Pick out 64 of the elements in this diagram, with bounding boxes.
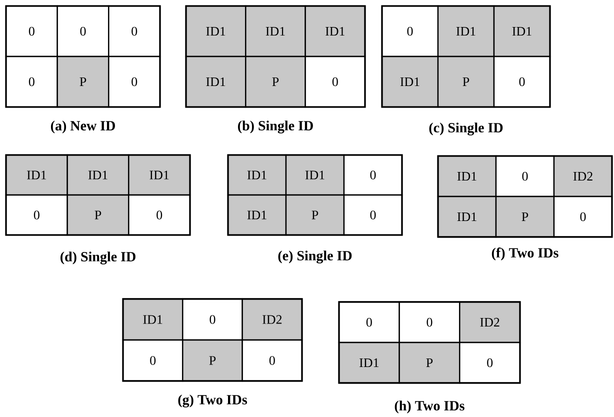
grid-frame xyxy=(122,298,303,382)
grid-cell: ID1 xyxy=(227,194,287,236)
grid-frame xyxy=(381,5,551,108)
grid-cell: 0 xyxy=(459,342,521,384)
grid-cell: P xyxy=(398,342,460,384)
panel-caption: (f) Two IDs xyxy=(492,248,558,260)
grid-cell: 0 xyxy=(304,56,366,108)
grid-cell: ID1 xyxy=(437,5,495,58)
grid-cell: ID1 xyxy=(227,154,287,196)
panel-caption: (b) Single ID xyxy=(238,120,313,134)
grid-cell: P xyxy=(437,56,495,108)
grid-cell: ID1 xyxy=(493,5,551,58)
grid-frame xyxy=(338,301,521,384)
grid-cell: P xyxy=(56,56,110,108)
panel-caption: (h) Two IDs xyxy=(394,400,464,414)
panel-caption: (g) Two IDs xyxy=(178,394,248,408)
grid-frame xyxy=(5,154,191,236)
grid-cell: 0 xyxy=(182,298,243,341)
grid-cell: 0 xyxy=(128,194,191,236)
grid-cell: ID2 xyxy=(242,298,303,341)
grid-cell: 0 xyxy=(343,194,403,236)
grid-frame xyxy=(5,5,161,108)
grid-cell: ID1 xyxy=(185,56,246,108)
grid-cell: ID1 xyxy=(437,155,497,198)
grid-cell: 0 xyxy=(398,301,460,344)
grid-frame xyxy=(437,155,613,238)
grid-cell: ID1 xyxy=(437,196,497,238)
grid-cell: ID1 xyxy=(128,154,191,196)
grid-cell: ID2 xyxy=(459,301,521,344)
grid-cell: 0 xyxy=(122,339,184,382)
grid-cell: ID1 xyxy=(5,154,68,196)
grid-cell: 0 xyxy=(381,5,439,58)
panel-caption: (c) Single ID xyxy=(429,122,503,136)
grid-cell: P xyxy=(285,194,345,236)
grid-cell: 0 xyxy=(5,5,58,58)
grid-cell: ID1 xyxy=(245,5,306,58)
grid-cell: ID1 xyxy=(304,5,366,58)
grid-cell: ID1 xyxy=(185,5,246,58)
panel-caption: (d) Single ID xyxy=(60,252,136,264)
panel-caption: (e) Single ID xyxy=(278,250,352,264)
grid-cell: 0 xyxy=(338,301,400,344)
grid-cell: 0 xyxy=(108,5,161,58)
grid-cell: ID1 xyxy=(338,342,400,384)
grid-cell: 0 xyxy=(108,56,161,108)
grid-cell: ID1 xyxy=(285,154,345,196)
grid-cell: ID1 xyxy=(122,298,184,341)
grid-cell: 0 xyxy=(553,196,613,238)
grid-cell: ID1 xyxy=(381,56,439,108)
grid-cell: 0 xyxy=(493,56,551,108)
grid-cell: P xyxy=(495,196,555,238)
grid-cell: P xyxy=(66,194,130,236)
grid-cell: P xyxy=(182,339,243,382)
grid-cell: ID2 xyxy=(553,155,613,198)
grid-cell: 0 xyxy=(5,56,58,108)
grid-cell: ID1 xyxy=(66,154,130,196)
grid-frame xyxy=(227,154,403,236)
grid-cell: 0 xyxy=(56,5,110,58)
panel-caption: (a) New ID xyxy=(50,120,115,134)
grid-cell: 0 xyxy=(5,194,68,236)
grid-cell: P xyxy=(245,56,306,108)
grid-cell: 0 xyxy=(495,155,555,198)
grid-cell: 0 xyxy=(343,154,403,196)
grid-cell: 0 xyxy=(242,339,303,382)
grid-frame xyxy=(185,5,366,108)
